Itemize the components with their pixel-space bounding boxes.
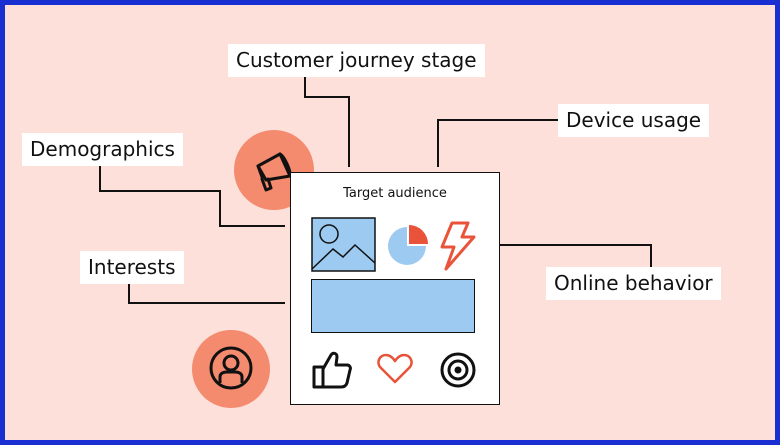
card-title: Target audience	[343, 186, 447, 201]
image-icon	[311, 217, 376, 272]
label-device-usage: Device usage	[558, 104, 710, 137]
user-icon	[209, 346, 253, 390]
label-demographics: Demographics	[22, 133, 183, 166]
connector-online	[495, 244, 652, 267]
lightning-icon	[440, 221, 476, 271]
connector-journey	[304, 73, 350, 167]
label-interests: Interests	[80, 251, 184, 284]
user-badge	[192, 330, 270, 408]
label-customer-journey-stage: Customer journey stage	[228, 44, 485, 77]
pie-chart-icon	[388, 225, 428, 265]
connector-device	[437, 119, 558, 167]
heart-icon	[377, 353, 413, 384]
label-online-behavior: Online behavior	[546, 267, 721, 300]
target-audience-card: Target audience	[290, 172, 500, 405]
content-banner	[311, 279, 475, 333]
target-icon	[440, 352, 476, 388]
connector-demographics	[99, 162, 285, 227]
thumbs-up-icon	[312, 351, 352, 389]
connector-lines	[99, 73, 652, 304]
connector-interests	[128, 280, 285, 304]
